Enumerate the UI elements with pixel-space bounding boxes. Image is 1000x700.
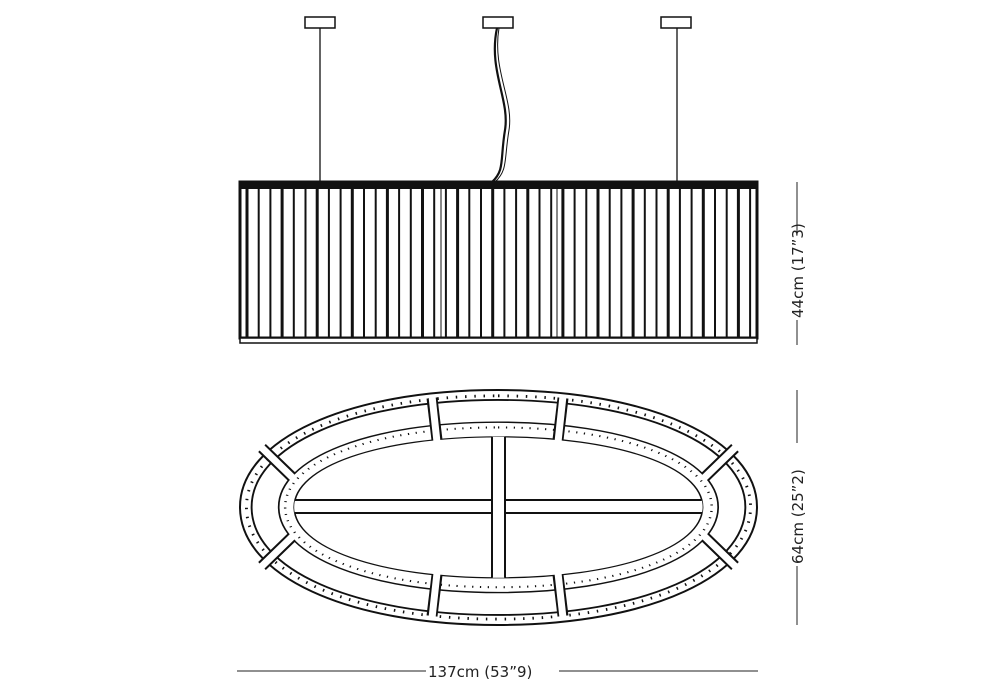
canopy-right: [660, 16, 692, 29]
side-view: [238, 16, 759, 344]
canopy-left: [304, 16, 336, 29]
dimension-height: 44cm (17”3): [789, 182, 807, 345]
ceiling-canopies: [304, 16, 692, 29]
dimension-width: 137cm (53”9): [237, 663, 758, 681]
dimension-depth: 64cm (25”2): [789, 390, 807, 625]
canopy-center: [482, 16, 514, 29]
shade-bottom-rim: [239, 337, 758, 344]
panel-dividers: [257, 395, 740, 619]
suspension-cables: [319, 27, 678, 183]
power-cable-second: [494, 27, 511, 183]
power-cable: [491, 27, 507, 183]
top-view: [239, 389, 758, 626]
center-cross: [294, 436, 703, 578]
shade-top-band: [239, 181, 758, 189]
width-label: 137cm (53”9): [428, 663, 532, 681]
depth-label: 64cm (25”2): [789, 469, 807, 564]
height-label: 44cm (17”3): [789, 223, 807, 318]
shade-bars: [245, 189, 752, 338]
